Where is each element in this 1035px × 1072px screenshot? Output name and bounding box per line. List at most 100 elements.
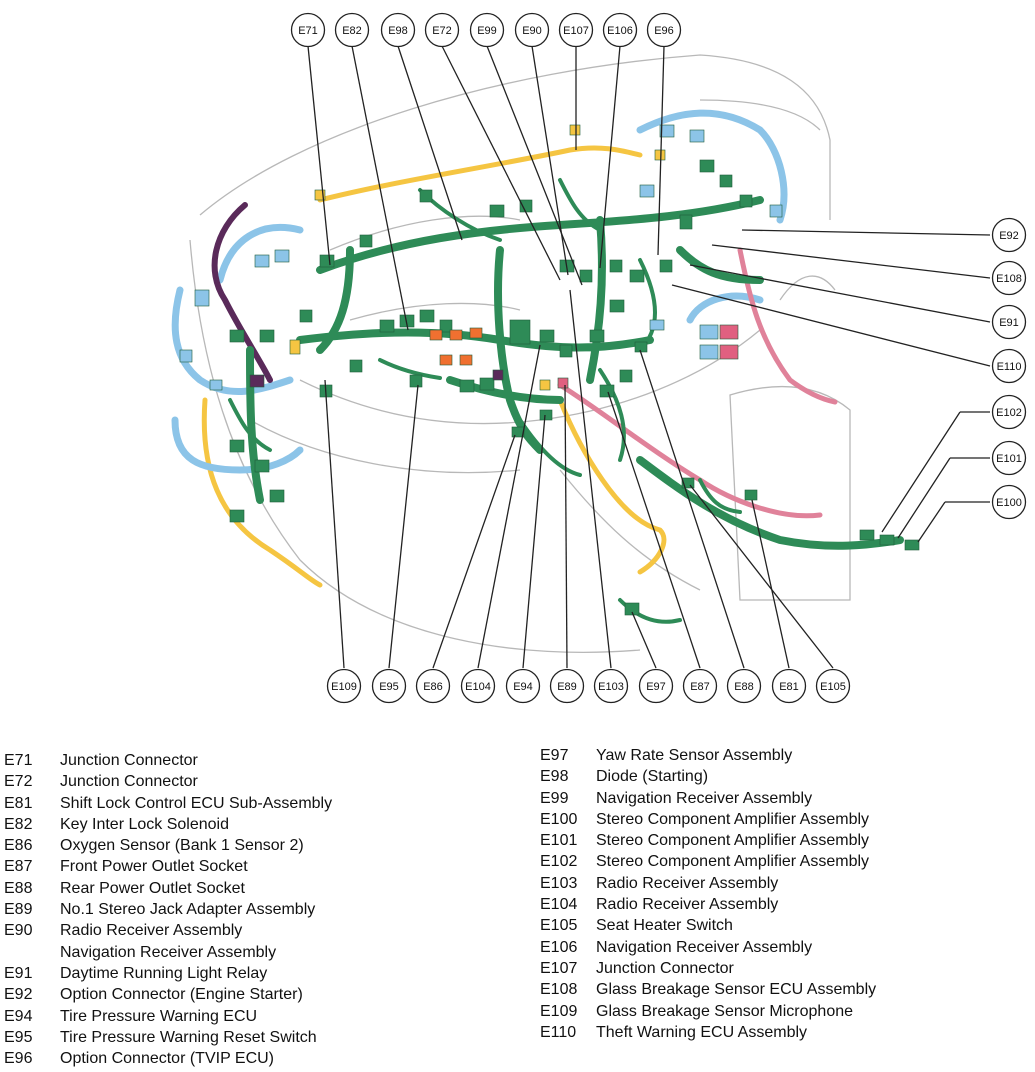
callout-e106[interactable]: E106	[602, 12, 638, 48]
callout-e99[interactable]: E99	[469, 12, 505, 48]
callout-group-bottom: E109 E95 E86 E104 E94 E89 E103 E97 E87 E…	[326, 668, 851, 704]
callout-e89[interactable]: E89	[549, 668, 585, 704]
legend-label: Stereo Component Amplifier Assembly	[596, 810, 870, 828]
legend-row-e90-cont: Navigation Receiver Assembly	[4, 942, 524, 963]
callout-e81[interactable]: E81	[771, 668, 807, 704]
legend-code: E89	[4, 901, 33, 919]
svg-text:E100: E100	[996, 497, 1022, 509]
callout-e86[interactable]: E86	[415, 668, 451, 704]
legend-code: E98	[540, 768, 569, 786]
callout-e95[interactable]: E95	[371, 668, 407, 704]
wiring-harness-diagram: E71 E82 E98 E72 E99 E90 E107 E106 E96 E9…	[171, 12, 1027, 704]
legend-code: E105	[540, 917, 578, 935]
svg-text:E91: E91	[999, 317, 1019, 329]
legend-code: E104	[540, 896, 578, 914]
callout-e108[interactable]: E108	[991, 260, 1027, 296]
legend-label: Glass Breakage Sensor Microphone	[596, 1002, 854, 1020]
callout-e94[interactable]: E94	[505, 668, 541, 704]
legend-row-e105: E105 Seat Heater Switch	[540, 915, 1020, 936]
callout-group-right: E92 E108 E91 E110 E102 E101 E100	[991, 217, 1027, 520]
legend-label: Diode (Starting)	[596, 768, 709, 786]
callout-e110[interactable]: E110	[991, 348, 1027, 384]
svg-text:E86: E86	[423, 681, 443, 693]
legend-code: E91	[4, 964, 33, 982]
callout-e88[interactable]: E88	[726, 668, 762, 704]
legend-row-e87: E87 Front Power Outlet Socket	[4, 856, 524, 877]
callout-e90[interactable]: E90	[514, 12, 550, 48]
dashboard-outline	[189, 54, 851, 654]
callout-e103[interactable]: E103	[593, 668, 629, 704]
callout-e82[interactable]: E82	[334, 12, 370, 48]
callout-e87[interactable]: E87	[682, 668, 718, 704]
callout-e105[interactable]: E105	[815, 668, 851, 704]
legend-code: E96	[4, 1050, 33, 1068]
svg-text:E87: E87	[690, 681, 710, 693]
legend-label: Tire Pressure Warning Reset Switch	[60, 1028, 317, 1046]
svg-text:E109: E109	[331, 681, 357, 693]
callout-e91[interactable]: E91	[991, 304, 1027, 340]
svg-text:E101: E101	[996, 453, 1022, 465]
legend-label: Tire Pressure Warning ECU	[60, 1007, 258, 1025]
legend-label: Junction Connector	[60, 773, 198, 791]
callout-e102[interactable]: E102	[991, 394, 1027, 430]
legend-row-e100: E100 Stereo Component Amplifier Assembly	[540, 809, 1020, 830]
legend-code: E109	[540, 1002, 578, 1020]
legend-code: E107	[540, 959, 578, 977]
legend-label: Front Power Outlet Socket	[60, 858, 248, 876]
legend-code: E82	[4, 815, 33, 833]
legend-code: E87	[4, 858, 33, 876]
callout-e71[interactable]: E71	[290, 12, 326, 48]
legend-row-e98: E98 Diode (Starting)	[540, 766, 1020, 787]
legend-row-e107: E107 Junction Connector	[540, 958, 1020, 979]
svg-text:E108: E108	[996, 273, 1022, 285]
legend-label: Navigation Receiver Assembly	[596, 789, 813, 807]
callout-e109[interactable]: E109	[326, 668, 362, 704]
callout-e97[interactable]: E97	[638, 668, 674, 704]
wire-blue	[171, 109, 788, 474]
svg-text:E81: E81	[779, 681, 799, 693]
legend-row-e109: E109 Glass Breakage Sensor Microphone	[540, 1001, 1020, 1022]
svg-text:E94: E94	[513, 681, 533, 693]
svg-text:E102: E102	[996, 407, 1022, 419]
callout-e104[interactable]: E104	[460, 668, 496, 704]
legend-code: E95	[4, 1028, 33, 1046]
legend-label: Junction Connector	[596, 959, 734, 977]
legend-code: E88	[4, 879, 33, 897]
legend-label: Seat Heater Switch	[596, 917, 733, 935]
legend-label: Stereo Component Amplifier Assembly	[596, 853, 870, 871]
callout-e96[interactable]: E96	[646, 12, 682, 48]
svg-text:E105: E105	[820, 681, 846, 693]
legend-label: Shift Lock Control ECU Sub-Assembly	[60, 794, 333, 812]
legend-label: Stereo Component Amplifier Assembly	[596, 832, 870, 850]
legend-code: E103	[540, 874, 578, 892]
legend-code: E106	[540, 938, 578, 956]
svg-text:E97: E97	[646, 681, 666, 693]
svg-text:E107: E107	[563, 25, 589, 37]
svg-text:E99: E99	[477, 25, 497, 37]
callout-e101[interactable]: E101	[991, 440, 1027, 476]
legend-label: Navigation Receiver Assembly	[60, 943, 277, 961]
legend-label: Navigation Receiver Assembly	[596, 938, 813, 956]
legend-code: E100	[540, 810, 578, 828]
svg-text:E96: E96	[654, 25, 674, 37]
callout-e107[interactable]: E107	[558, 12, 594, 48]
legend-label: Glass Breakage Sensor ECU Assembly	[596, 981, 877, 999]
legend-label: Yaw Rate Sensor Assembly	[596, 747, 793, 764]
callout-e100[interactable]: E100	[991, 484, 1027, 520]
callout-e92[interactable]: E92	[991, 217, 1027, 253]
callout-e98[interactable]: E98	[380, 12, 416, 48]
callout-e72[interactable]: E72	[424, 12, 460, 48]
